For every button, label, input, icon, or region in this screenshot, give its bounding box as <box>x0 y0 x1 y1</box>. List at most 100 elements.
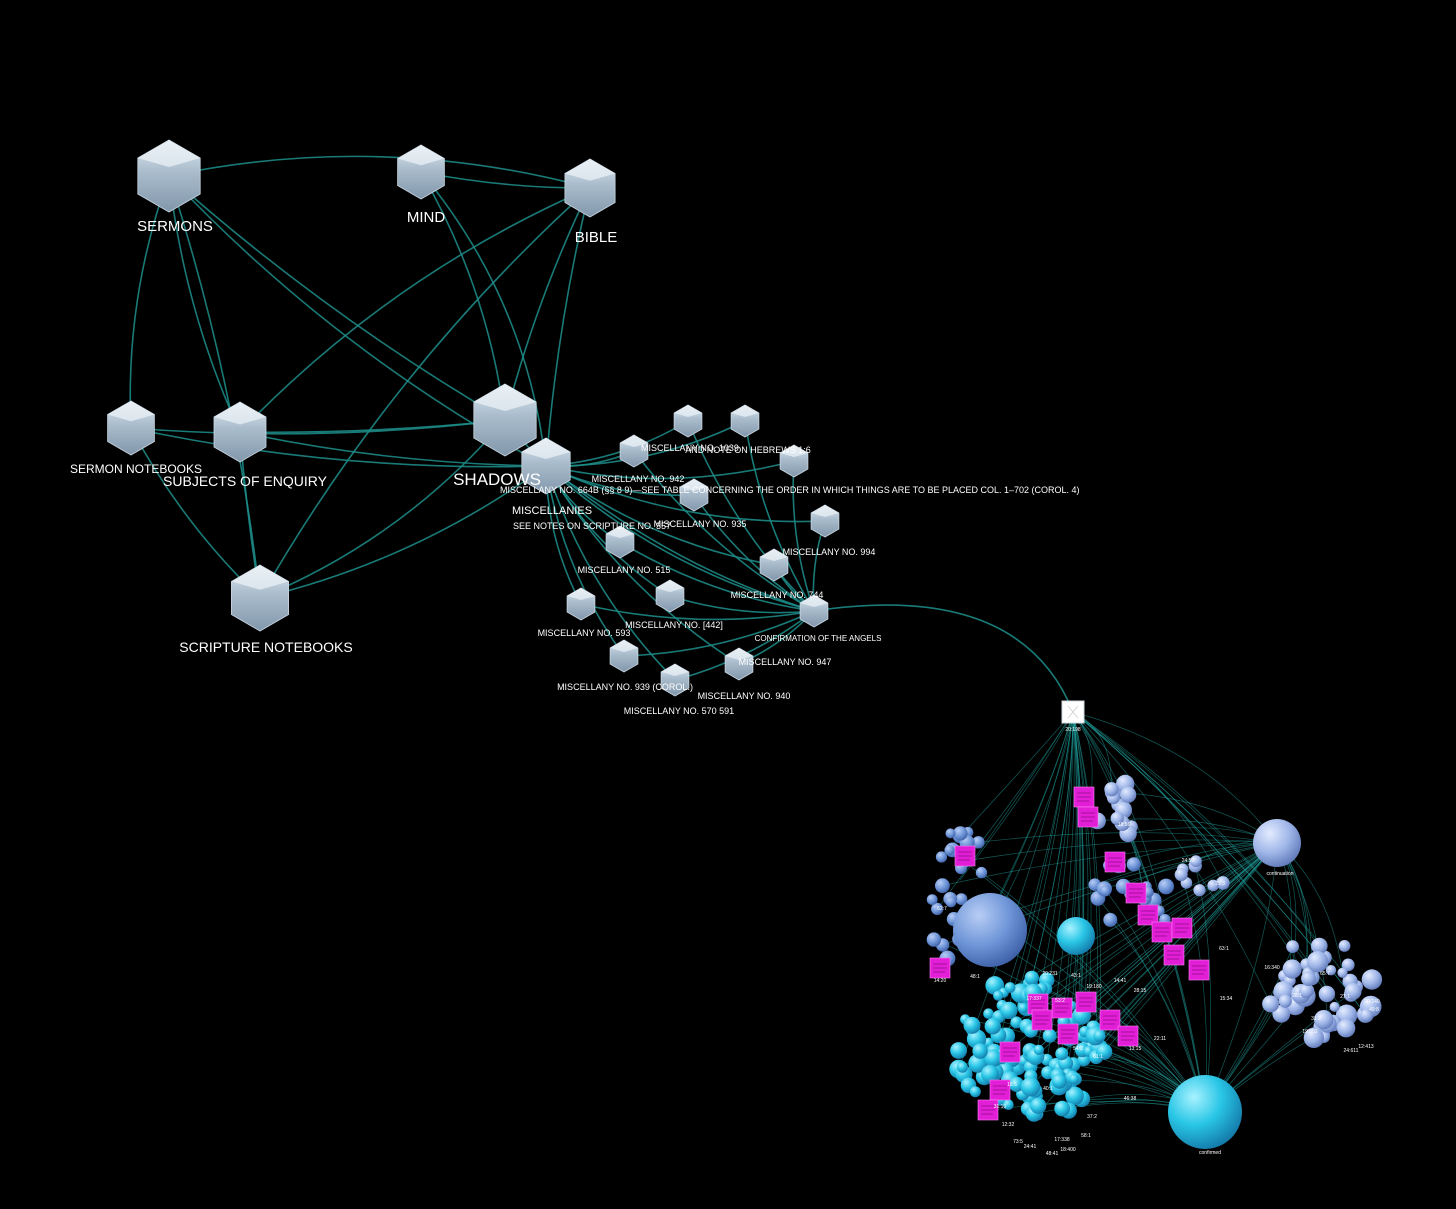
verse-node[interactable] <box>1360 1009 1373 1022</box>
verse-node[interactable] <box>1301 971 1316 986</box>
verse-node[interactable] <box>1103 912 1118 927</box>
verse-node[interactable] <box>1262 995 1280 1013</box>
verse-node[interactable] <box>1009 1076 1025 1092</box>
verse-node[interactable] <box>968 1053 988 1073</box>
misc-label[interactable]: CONFIRMATION OF THE ANGELS <box>755 634 882 643</box>
magenta-node[interactable] <box>1099 1009 1121 1031</box>
misc-label[interactable]: MISCELLANY NO. 940 <box>698 691 791 701</box>
verse-node[interactable] <box>1096 1043 1113 1060</box>
verse-node[interactable] <box>1042 1028 1057 1043</box>
misc-label[interactable]: MISCELLANY NO. 942 <box>592 474 685 484</box>
verse-node[interactable] <box>926 932 942 947</box>
verse-node[interactable] <box>1190 855 1202 868</box>
verse-node[interactable] <box>1055 1047 1069 1061</box>
mid-cluster-node[interactable] <box>1057 917 1095 955</box>
verse-node[interactable] <box>955 893 968 905</box>
misc-label[interactable]: MISCELLANY NO. 744 <box>731 590 824 600</box>
verse-node[interactable] <box>984 1049 1003 1068</box>
node-shadows[interactable] <box>473 383 537 457</box>
magenta-node[interactable] <box>1104 851 1126 873</box>
verse-node[interactable] <box>944 845 955 856</box>
cluster-hub-continuation[interactable] <box>1253 819 1301 867</box>
verse-node[interactable] <box>1318 985 1336 1003</box>
verse-node[interactable] <box>1299 983 1314 999</box>
hub-node[interactable] <box>1061 700 1085 724</box>
cluster-hub-confirmed[interactable] <box>1168 1075 1242 1149</box>
verse-node[interactable] <box>1338 940 1351 952</box>
verse-node[interactable] <box>1000 1001 1018 1020</box>
verse-node[interactable] <box>1303 1027 1325 1049</box>
misc-label[interactable]: MISCELLANY NO. 935 <box>654 519 747 529</box>
magenta-node[interactable] <box>1073 786 1095 808</box>
miscellany-node[interactable] <box>619 434 649 468</box>
verse-node[interactable] <box>956 1061 968 1073</box>
magenta-node[interactable] <box>1137 904 1159 926</box>
verse-node[interactable] <box>1093 1029 1106 1042</box>
verse-node[interactable] <box>983 1008 994 1019</box>
verse-node[interactable] <box>1010 1016 1023 1029</box>
magenta-node[interactable] <box>954 845 976 867</box>
verse-node[interactable] <box>1126 857 1141 872</box>
node-mind[interactable] <box>397 144 445 200</box>
verse-node[interactable] <box>1361 969 1383 990</box>
misc-label[interactable]: MISCELLANY NO. [442] <box>625 620 723 630</box>
verse-node[interactable] <box>1100 885 1111 897</box>
verse-node[interactable] <box>1329 1001 1340 1012</box>
node-label-sermon-notebooks[interactable]: SERMON NOTEBOOKS <box>70 462 202 476</box>
magenta-node[interactable] <box>1171 917 1193 939</box>
node-bible[interactable] <box>564 158 616 218</box>
miscellany-node[interactable] <box>810 504 840 538</box>
miscellany-node[interactable] <box>605 525 635 559</box>
magenta-node[interactable] <box>929 957 951 979</box>
verse-node[interactable] <box>1024 970 1040 986</box>
magenta-node[interactable] <box>1027 993 1049 1015</box>
verse-node[interactable] <box>953 826 968 841</box>
verse-node[interactable] <box>1069 1073 1080 1085</box>
node-label-mind[interactable]: MIND <box>407 209 445 226</box>
verse-node[interactable] <box>926 894 938 905</box>
node-subjects-of-enquiry[interactable] <box>213 401 267 463</box>
node-sermons[interactable] <box>137 139 201 213</box>
magenta-node[interactable] <box>1125 882 1147 904</box>
magenta-node[interactable] <box>1188 959 1210 981</box>
verse-node[interactable] <box>1337 967 1348 978</box>
verse-node[interactable] <box>1216 876 1230 890</box>
verse-node[interactable] <box>975 866 988 879</box>
verse-node[interactable] <box>1120 786 1137 803</box>
miscellany-node[interactable] <box>609 639 639 673</box>
misc-label[interactable]: MISCELLANY NO. 515 <box>578 565 671 575</box>
verse-node[interactable] <box>1020 1077 1041 1097</box>
node-label-shadows[interactable]: SHADOWS <box>453 470 541 489</box>
node-label-miscellanies[interactable]: MISCELLANIES <box>512 505 592 517</box>
miscellany-node[interactable] <box>759 548 789 582</box>
verse-node[interactable] <box>935 851 948 863</box>
miscellany-node[interactable] <box>660 663 690 697</box>
misc-label[interactable]: SEE NOTES ON SCRIPTURE NO. 357 <box>513 521 671 531</box>
magenta-node[interactable] <box>1077 806 1099 828</box>
magenta-node[interactable] <box>1051 997 1073 1019</box>
verse-node[interactable] <box>1193 884 1206 897</box>
verse-node[interactable] <box>1003 1099 1014 1110</box>
verse-node[interactable] <box>969 1086 981 1098</box>
miscellany-node[interactable] <box>679 478 709 512</box>
verse-node[interactable] <box>1033 1044 1044 1055</box>
verse-node[interactable] <box>984 1018 1001 1035</box>
verse-node[interactable] <box>1018 1003 1029 1014</box>
misc-label[interactable]: MISCELLANY NO. 593 <box>538 628 631 638</box>
miscellany-node[interactable] <box>779 444 809 478</box>
verse-node[interactable] <box>935 878 950 894</box>
magenta-node[interactable] <box>1057 1023 1079 1045</box>
miscellany-node[interactable] <box>730 404 760 438</box>
verse-node[interactable] <box>963 1016 981 1034</box>
verse-node[interactable] <box>1207 879 1219 892</box>
verse-node[interactable] <box>1344 983 1362 1000</box>
misc-label[interactable]: MISCELLANY NO. 570 591 <box>624 706 734 716</box>
magenta-node[interactable] <box>989 1079 1011 1101</box>
node-label-subjects-of-enquiry[interactable]: SUBJECTS OF ENQUIRY <box>163 473 328 489</box>
misc-label[interactable]: AND NOTE ON HEBREWS 1:6 <box>685 445 811 455</box>
verse-node[interactable] <box>1341 958 1355 972</box>
verse-node[interactable] <box>1110 811 1125 826</box>
verse-node[interactable] <box>972 836 985 849</box>
verse-node[interactable] <box>1282 959 1302 979</box>
magenta-node[interactable] <box>977 1099 999 1121</box>
